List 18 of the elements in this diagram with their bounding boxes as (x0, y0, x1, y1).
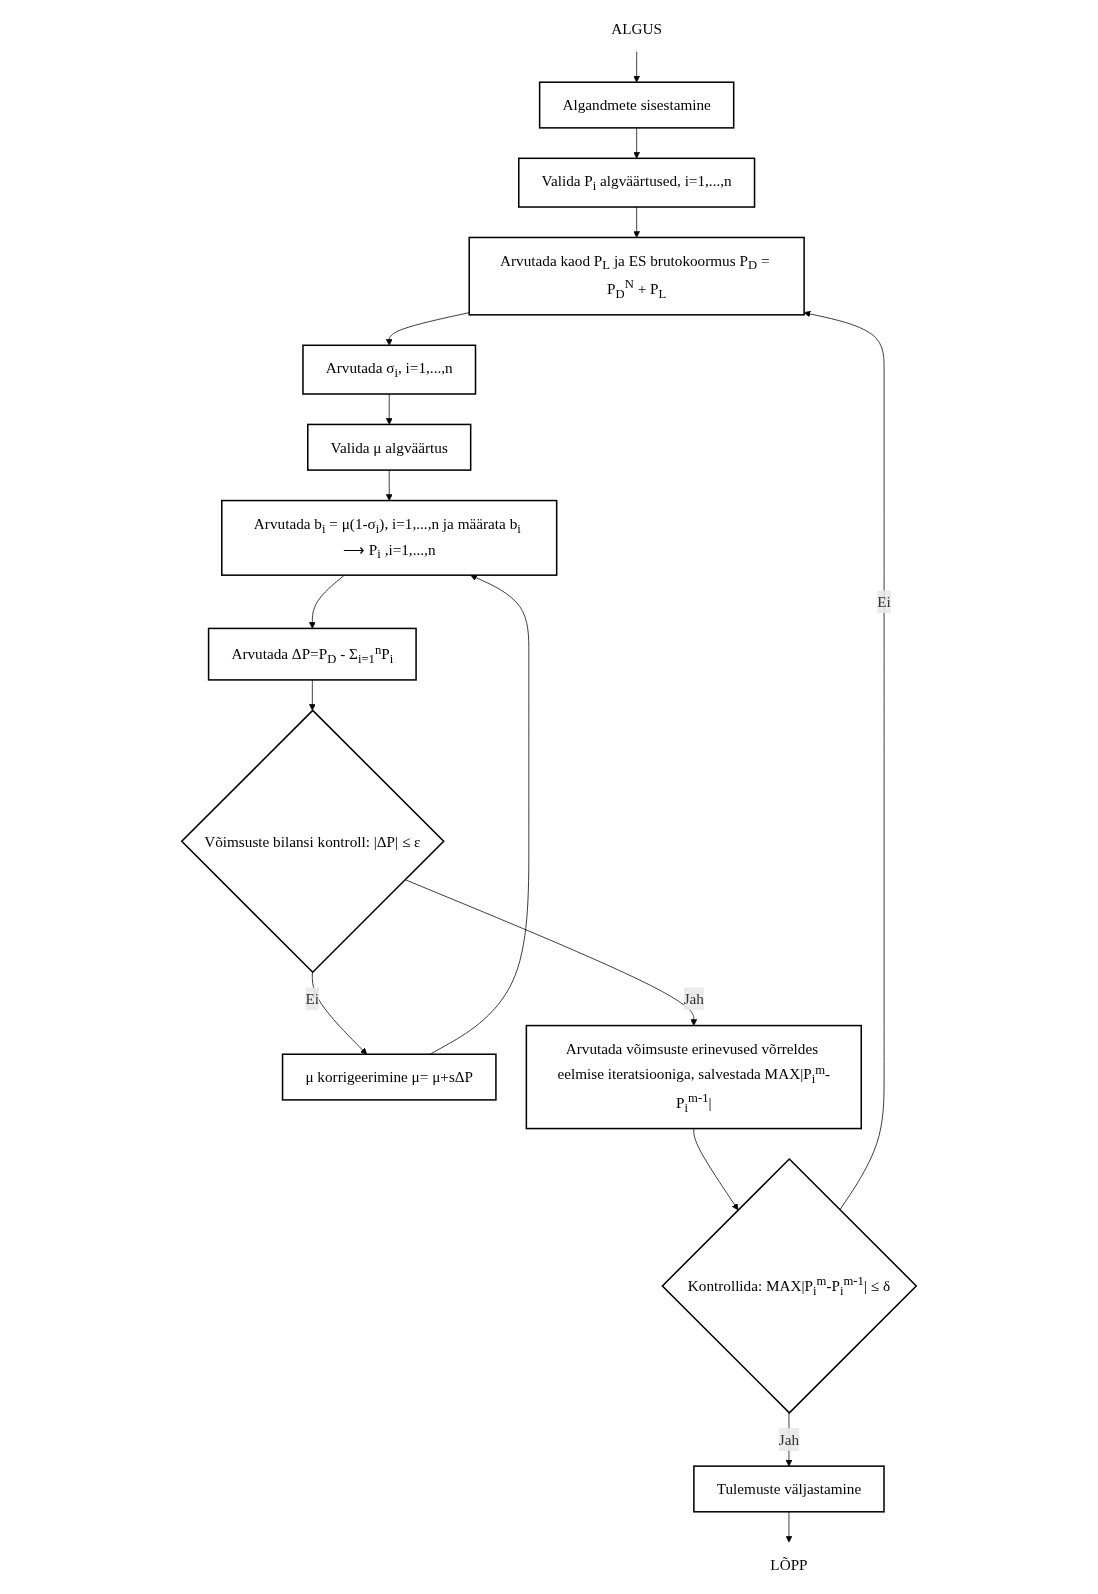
node-box: Arvutada σ$_{i}$, i=1,...,n (302, 344, 477, 395)
node-box: Valida μ algväärtus (307, 423, 472, 471)
edge-label: Ei (877, 593, 891, 611)
node-box: Algandmete sisestamine (538, 81, 735, 129)
edge-label: Jah (778, 1431, 800, 1448)
node-text: ALGUS (611, 20, 663, 38)
node-box: μ korrigeerimine μ= μ+sΔP (281, 1053, 497, 1101)
node-box: Tulemuste väljastamine (693, 1465, 885, 1513)
edge-label: Jah (683, 990, 704, 1008)
edge-label: Ei (305, 990, 320, 1008)
node-box: Arvutada kaod P$_{L}$ ja ES brutokoormus P$_{D}$ = P$_{D}$$^{N}$ + P$_{L}$ (468, 236, 805, 316)
node-box: Arvutada b$_{i}$ = μ(1-σ$_{i}$), i=1,...,n ja määrata b$_{i}$ ⟶ P$_{i}$ ,i=1,...,n (221, 499, 558, 576)
node-diamond: Võimsuste bilansi kontroll: |ΔP| ≤ ε (180, 709, 445, 974)
node-text: LÕPP (770, 1556, 808, 1574)
node-box: Arvutada ΔP=P$_{D}$ - Σ$_{i=1}$$^{n}$P$_{i}$ (207, 627, 417, 681)
node-box: Valida P$_{i}$ algväärtused, i=1,...,n (518, 157, 756, 208)
node-box: Arvutada võimsuste erinevused võrreldes eelmise iteratsiooniga, salvestada MAX|P$_{i}$$^{m}$-P$_{i}$$^{m-1}$| (525, 1024, 862, 1130)
node-diamond: Kontrollida: MAX|P$_{i}$$^{m}$-P$_{i}$$^{m-1}$| ≤ δ (661, 1157, 918, 1414)
